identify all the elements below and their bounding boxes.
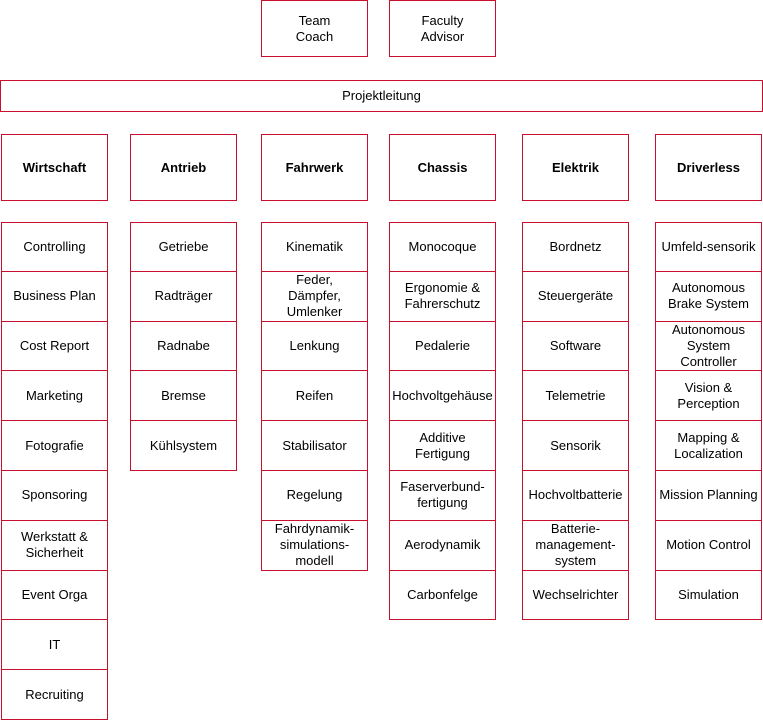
subteam-bremse: Bremse (130, 371, 237, 422)
department-header-elektrik: Elektrik (522, 134, 629, 201)
column-elektrik: Bordnetz Steuergeräte Software Telemetri… (522, 222, 629, 621)
subteam-kinematik: Kinematik (261, 222, 368, 272)
column-fahrwerk: Kinematik Feder, Dämpfer, Umlenker Lenku… (261, 222, 368, 571)
column-chassis: Monocoque Ergonomie & Fahrerschutz Pedal… (389, 222, 496, 621)
subteam-autonomous-system-controller: Autonomous System Controller (655, 321, 762, 372)
subteam-motion-control: Motion Control (655, 520, 762, 571)
subteam-sponsoring: Sponsoring (1, 470, 108, 521)
subteam-umfeld-sensorik: Umfeld-sensorik (655, 222, 762, 272)
subteam-werkstatt-sicherheit: Werkstatt & Sicherheit (1, 520, 108, 571)
subteam-recruiting: Recruiting (1, 670, 108, 720)
department-header-driverless: Driverless (655, 134, 762, 201)
subteam-simulation: Simulation (655, 570, 762, 621)
subteam-faserverbundfertigung: Faserverbund- fertigung (389, 470, 496, 521)
subteam-batteriemanagementsystem: Batterie- management- system (522, 520, 629, 571)
subteam-software: Software (522, 321, 629, 372)
subteam-lenkung: Lenkung (261, 321, 368, 372)
subteam-stabilisator: Stabilisator (261, 421, 368, 471)
faculty-advisor-box: Faculty Advisor (389, 0, 496, 57)
column-driverless: Umfeld-sensorik Autonomous Brake System … (655, 222, 762, 621)
subteam-sensorik: Sensorik (522, 421, 629, 471)
subteam-autonomous-brake-system: Autonomous Brake System (655, 271, 762, 322)
column-antrieb: Getriebe Radträger Radnabe Bremse Kühlsy… (130, 222, 237, 471)
subteam-marketing: Marketing (1, 371, 108, 422)
column-wirtschaft: Controlling Business Plan Cost Report Ma… (1, 222, 108, 720)
department-header-chassis: Chassis (389, 134, 496, 201)
subteam-telemetrie: Telemetrie (522, 371, 629, 422)
subteam-hochvoltbatterie: Hochvoltbatterie (522, 470, 629, 521)
subteam-reifen: Reifen (261, 371, 368, 422)
subteam-cost-report: Cost Report (1, 321, 108, 372)
subteam-ergonomie-fahrerschutz: Ergonomie & Fahrerschutz (389, 271, 496, 322)
subteam-additive-fertigung: Additive Fertigung (389, 421, 496, 471)
team-coach-box: Team Coach (261, 0, 368, 57)
subteam-fahrdynamiksimulationsmodell: Fahrdynamik- simulations- modell (261, 520, 368, 571)
subteam-monocoque: Monocoque (389, 222, 496, 272)
subteam-it: IT (1, 620, 108, 671)
department-header-fahrwerk: Fahrwerk (261, 134, 368, 201)
subteam-kuehlsystem: Kühlsystem (130, 421, 237, 471)
subteam-mapping-localization: Mapping & Localization (655, 421, 762, 471)
subteam-regelung: Regelung (261, 470, 368, 521)
subteam-controlling: Controlling (1, 222, 108, 272)
subteam-steuergeraete: Steuergeräte (522, 271, 629, 322)
subteam-aerodynamik: Aerodynamik (389, 520, 496, 571)
subteam-radnabe: Radnabe (130, 321, 237, 372)
subteam-business-plan: Business Plan (1, 271, 108, 322)
subteam-getriebe: Getriebe (130, 222, 237, 272)
subteam-wechselrichter: Wechselrichter (522, 570, 629, 621)
subteam-vision-perception: Vision & Perception (655, 371, 762, 422)
subteam-feder-daempfer-umlenker: Feder, Dämpfer, Umlenker (261, 271, 368, 322)
subteam-carbonfelge: Carbonfelge (389, 570, 496, 621)
subteam-radtraeger: Radträger (130, 271, 237, 322)
subteam-hochvoltgehaeuse: Hochvoltgehäuse (389, 371, 496, 422)
subteam-event-orga: Event Orga (1, 570, 108, 621)
subteam-fotografie: Fotografie (1, 421, 108, 471)
projektleitung-box: Projektleitung (0, 80, 763, 112)
subteam-pedalerie: Pedalerie (389, 321, 496, 372)
subteam-mission-planning: Mission Planning (655, 470, 762, 521)
department-header-antrieb: Antrieb (130, 134, 237, 201)
subteam-bordnetz: Bordnetz (522, 222, 629, 272)
department-header-wirtschaft: Wirtschaft (1, 134, 108, 201)
